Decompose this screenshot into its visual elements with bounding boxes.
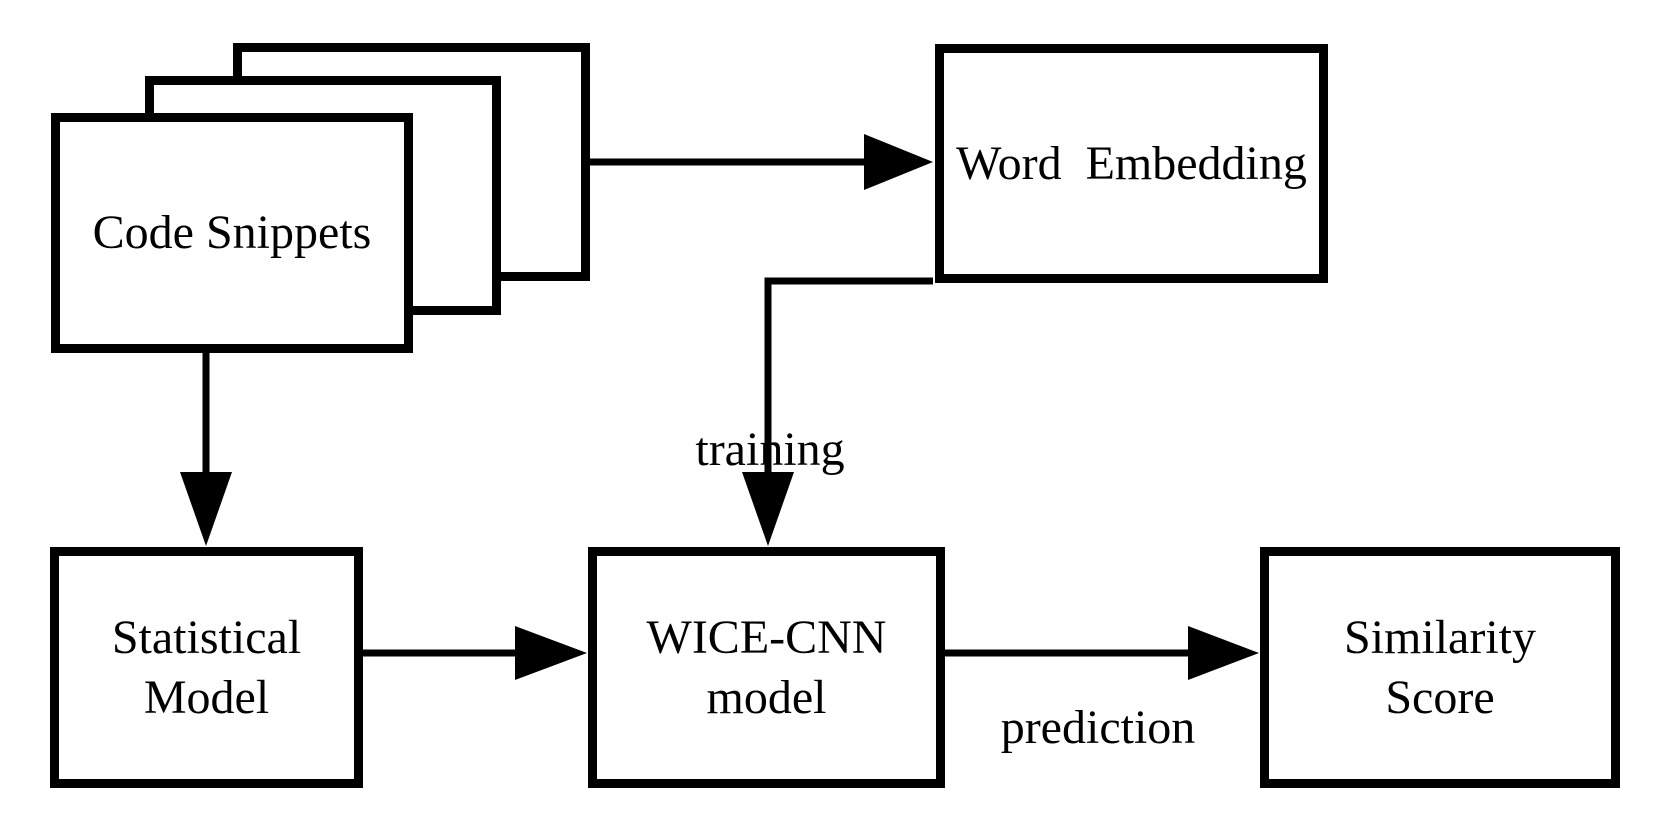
node-similarity-score: Similarity Score <box>1260 547 1620 788</box>
edge-label-prediction: prediction <box>1000 701 1196 754</box>
node-word-embedding: Word Embedding <box>935 44 1328 283</box>
node-wice-cnn-model: WICE-CNN model <box>588 547 945 788</box>
arrow-statistical-to-wice <box>361 626 587 680</box>
node-statistical-model: Statistical Model <box>50 547 363 788</box>
arrow-wice-to-similarity <box>943 626 1259 680</box>
edge-label-training: training <box>695 423 845 476</box>
arrow-embedding-to-wice-training <box>742 277 933 546</box>
arrow-code-to-statistical <box>180 350 232 546</box>
arrow-code-to-embedding <box>588 134 933 190</box>
node-code-snippets: Code Snippets <box>51 113 413 353</box>
